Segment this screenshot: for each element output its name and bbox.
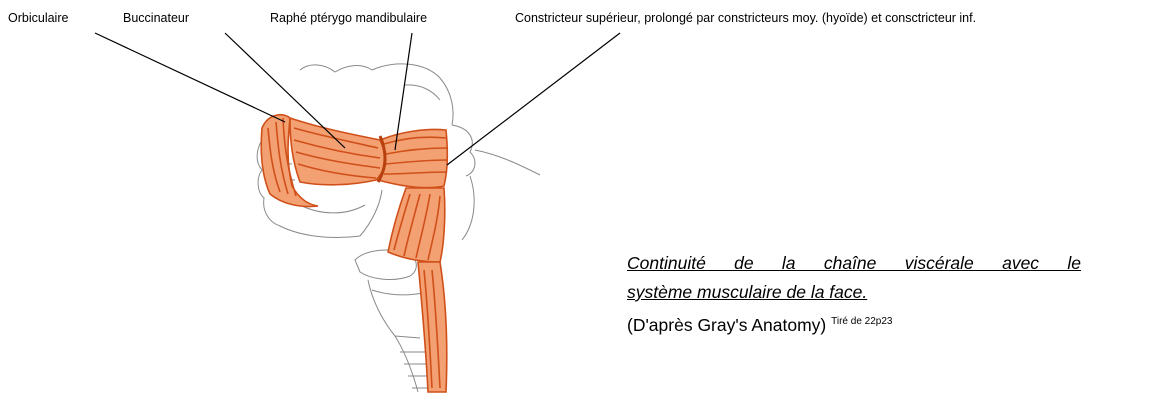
caption-title-line1: Continuité de la chaîne viscérale avec l… (627, 249, 1081, 278)
caption-reference: Tiré de 22p23 (831, 316, 892, 327)
leader-line-orbiculaire (95, 33, 285, 122)
leader-line-constricteur (447, 33, 620, 165)
caption-source-line: (D'après Gray's Anatomy) Tiré de 22p23 (627, 307, 1081, 340)
superior-constrictor-muscle (378, 129, 447, 187)
buccinator-muscle (290, 118, 385, 185)
middle-constrictor-muscle (388, 188, 445, 262)
caption-title-line2: système musculaire de la face. (627, 278, 1081, 307)
figure-caption: Continuité de la chaîne viscérale avec l… (627, 249, 1081, 340)
inferior-constrictor-muscle (418, 262, 447, 392)
caption-attribution: (D'après Gray's Anatomy) (627, 315, 826, 335)
